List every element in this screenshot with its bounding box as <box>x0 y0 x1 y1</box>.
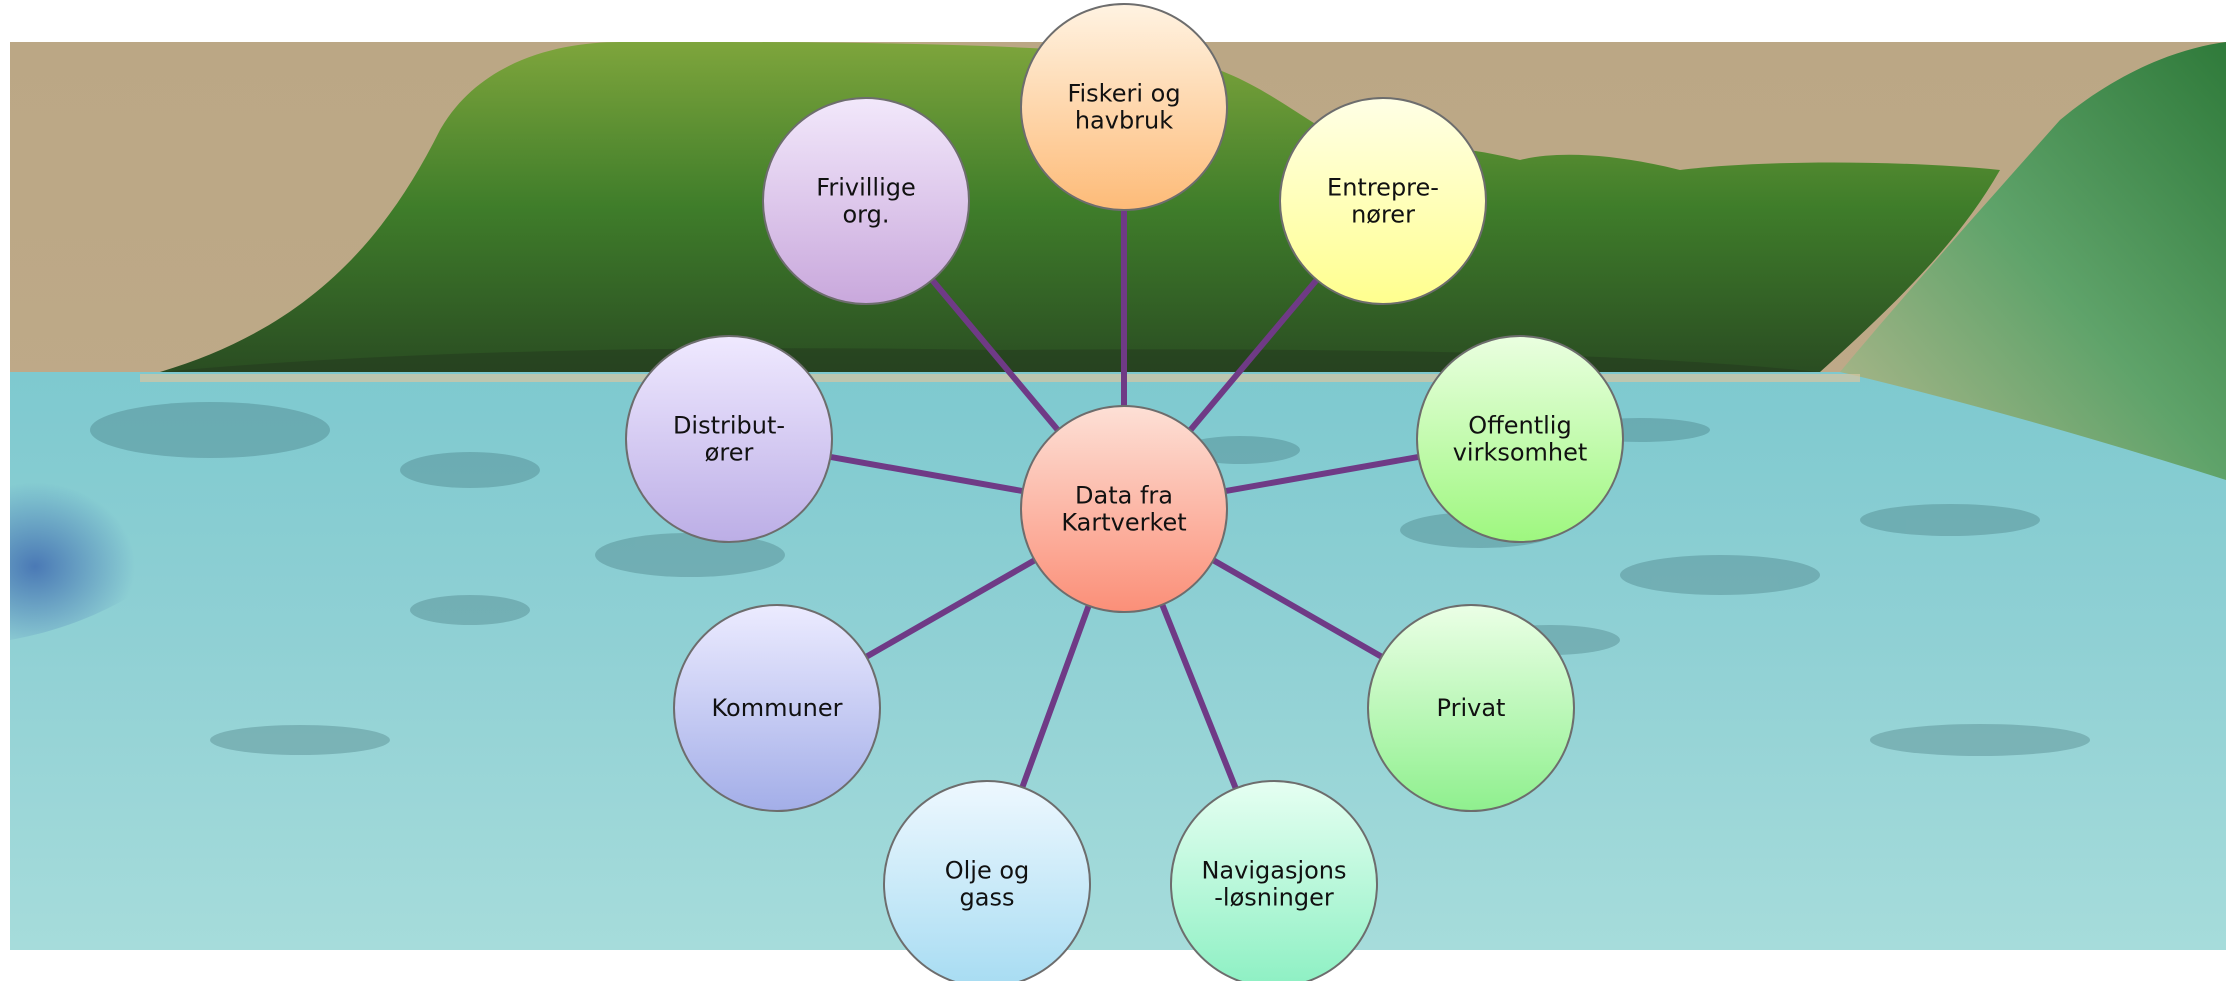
node-label-entreprenorer: Entrepre- <box>1327 174 1439 202</box>
node-label-navigasjon: -løsninger <box>1214 884 1334 912</box>
connector-privat <box>1210 557 1385 660</box>
node-label-fiskeri: Fiskeri og <box>1067 80 1180 108</box>
node-privat: Privat <box>1367 604 1575 812</box>
node-distributorer: Distribut-ører <box>625 335 833 543</box>
node-group: Fiskeri oghavbrukEntrepre-nørerOffentlig… <box>625 3 1624 985</box>
node-label-frivillige: Frivillige <box>816 174 915 202</box>
node-label-fiskeri: havbruk <box>1075 107 1173 135</box>
connector-kommuner <box>863 557 1038 660</box>
connector-navigasjon <box>1159 601 1239 792</box>
node-circle-olje <box>883 780 1091 985</box>
node-circle-offentlig <box>1416 335 1624 543</box>
node-label-distributorer: Distribut- <box>673 412 785 440</box>
node-label-olje: gass <box>960 884 1015 912</box>
node-label-offentlig: Offentlig <box>1468 412 1571 440</box>
node-label-kommuner: Kommuner <box>711 694 842 722</box>
node-navigasjon: Navigasjons-løsninger <box>1170 780 1378 985</box>
connector-olje <box>1019 602 1092 791</box>
node-label-navigasjon: Navigasjons <box>1201 857 1346 885</box>
connector-entreprenorer <box>1187 276 1320 434</box>
node-label-center: Kartverket <box>1061 509 1186 537</box>
node-kommuner: Kommuner <box>673 604 881 812</box>
node-circle-center <box>1020 405 1228 613</box>
node-label-center: Data fra <box>1075 482 1173 510</box>
node-label-distributorer: ører <box>705 439 754 467</box>
connector-frivillige <box>929 276 1061 434</box>
connector-distributorer <box>827 453 1026 495</box>
node-circle-distributorer <box>625 335 833 543</box>
node-entreprenorer: Entrepre-nører <box>1279 97 1487 305</box>
node-label-privat: Privat <box>1437 694 1506 722</box>
node-label-entreprenorer: nører <box>1351 201 1415 229</box>
node-circle-kommuner <box>673 604 881 812</box>
connector-lines <box>827 207 1422 792</box>
node-circle-fiskeri <box>1020 3 1228 211</box>
node-label-olje: Olje og <box>945 857 1030 885</box>
connector-offentlig <box>1222 453 1422 495</box>
node-label-frivillige: org. <box>843 201 890 229</box>
node-label-offentlig: virksomhet <box>1453 439 1588 467</box>
node-circle-navigasjon <box>1170 780 1378 985</box>
node-circle-entreprenorer <box>1279 97 1487 305</box>
node-circle-privat <box>1367 604 1575 812</box>
node-circle-frivillige <box>762 97 970 305</box>
